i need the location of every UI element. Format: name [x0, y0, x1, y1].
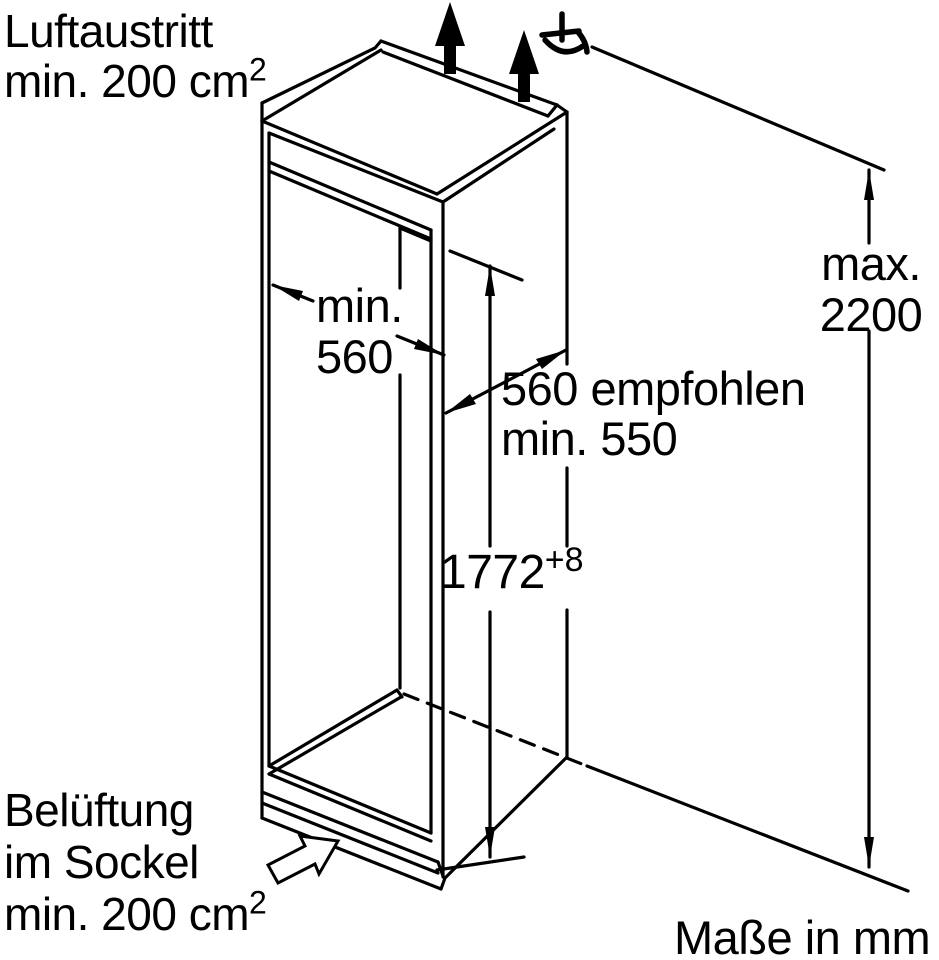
- dimension-niche-depth: [444, 348, 568, 415]
- hidden-floor-edge-dashed: [402, 692, 589, 768]
- extension-lines: [435, 45, 910, 893]
- air-outlet-superscript: 2: [249, 51, 267, 88]
- dimension-max-height: [864, 168, 874, 869]
- niche-height-dimension-label: 1772+8: [440, 541, 584, 599]
- plinth-vent-superscript: 2: [249, 884, 267, 921]
- plinth-airflow-block-arrow-icon: [265, 834, 341, 885]
- air-outlet-line2: min. 200 cm: [4, 55, 250, 107]
- air-outlet-line1: Luftaustritt: [4, 5, 213, 57]
- up-arrow-icon: [435, 2, 465, 74]
- airflow-curl-icon: [539, 11, 590, 55]
- airflow-arrows: [435, 2, 590, 102]
- cabinet-body: [260, 110, 589, 891]
- niche-width-dimension-label: min.560: [316, 279, 403, 383]
- units-note-label: Maße in mm: [674, 911, 931, 960]
- dimension-niche-width: [271, 283, 446, 357]
- up-arrow-icon: [509, 30, 539, 102]
- max-height-dimension-label: max.2200: [819, 237, 923, 341]
- dimension-niche-height: [485, 264, 495, 859]
- cabinet-top-face: [260, 39, 569, 204]
- niche-height-tolerance: +8: [544, 541, 584, 579]
